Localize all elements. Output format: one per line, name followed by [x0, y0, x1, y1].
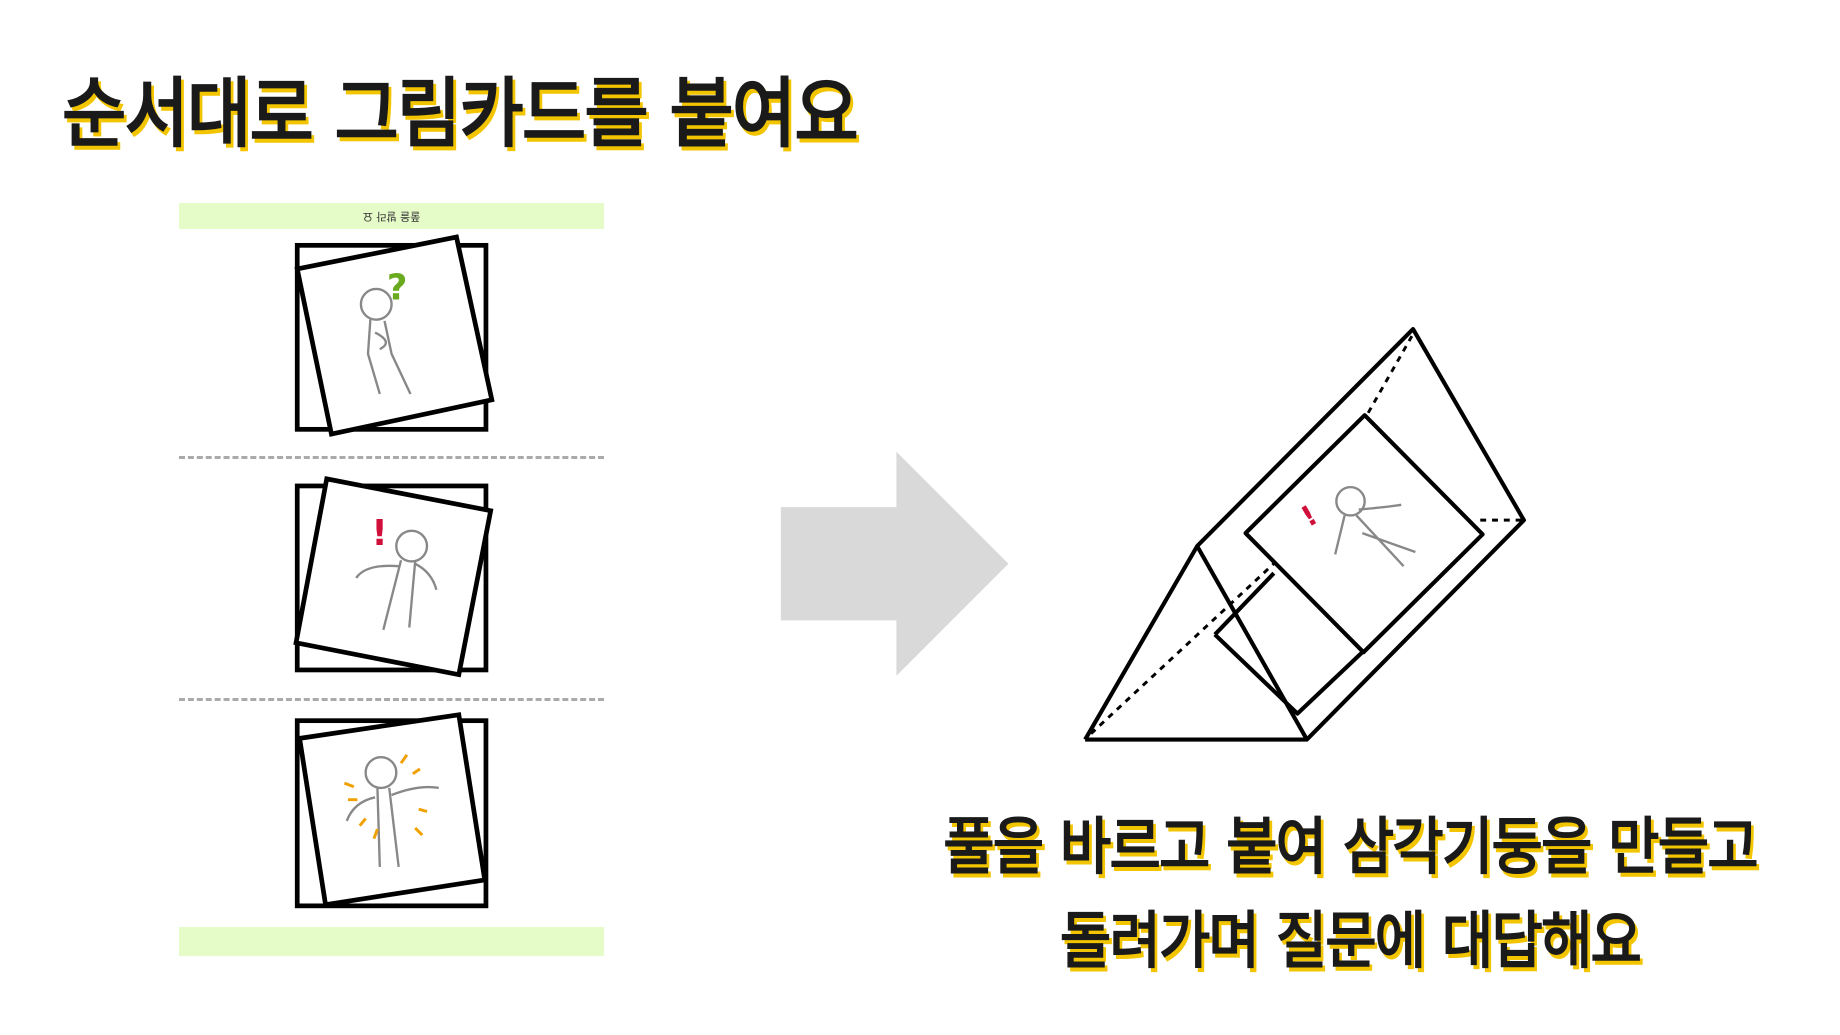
question-mark-icon: ? [387, 268, 408, 309]
picture-card-2: ! [293, 476, 494, 678]
glue-strip-top: 풀을 발라 요 [179, 203, 604, 229]
burst-lines-icon [343, 754, 428, 840]
thinking-person-icon [359, 287, 412, 395]
triangular-prism-icon: ! [1083, 327, 1526, 742]
instruction-line-2: 돌려가며 질문에 대답해요 [1059, 904, 1642, 977]
exclamation-icon: ! [372, 513, 388, 554]
picture-card-1: ? [294, 234, 495, 437]
glue-strip-bottom [179, 927, 604, 956]
page-title: 순서대로 그림카드를 붙여요 [62, 69, 859, 158]
fallen-person-icon [1334, 485, 1416, 567]
excited-person-icon [345, 756, 439, 868]
fold-line [179, 456, 604, 459]
picture-card-3 [294, 712, 489, 909]
surprised-person-icon [355, 529, 438, 631]
instruction-line-1: 풀을 바르고 붙여 삼각기둥을 만들고 [943, 810, 1758, 883]
fold-line [179, 698, 604, 701]
arrow-right-icon [780, 451, 1009, 676]
